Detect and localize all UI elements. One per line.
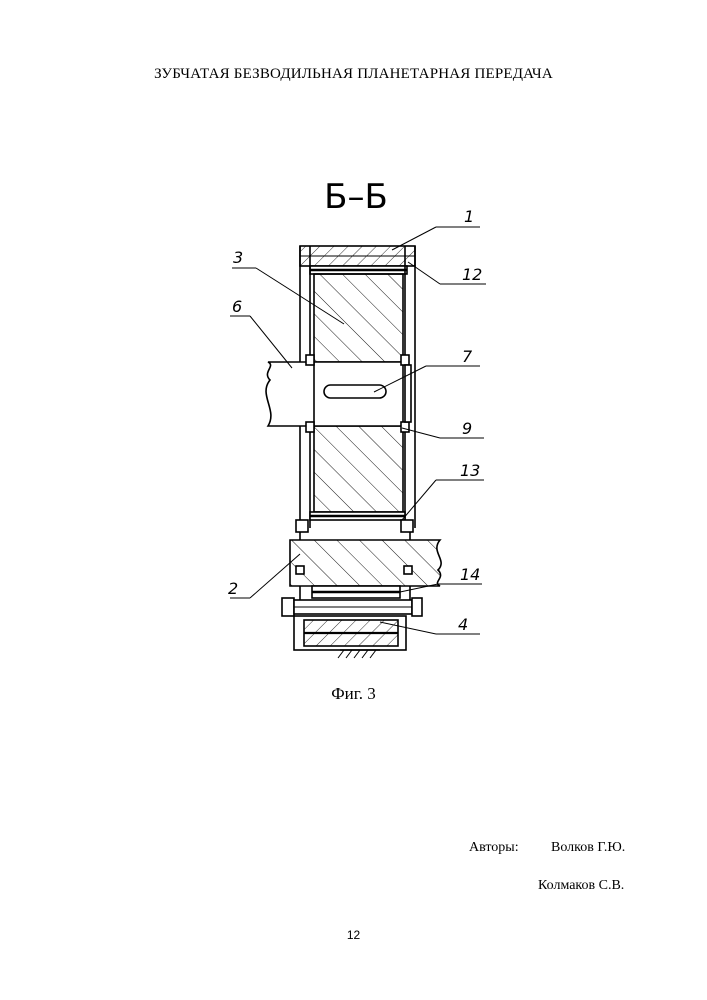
callout-4: 4 [458,615,468,634]
callout-14: 14 [460,565,480,584]
callout-6: 6 [232,297,242,316]
planetary-gear-section [266,246,441,658]
bolt-head [282,598,294,616]
output-shaft-2 [290,540,441,586]
callout-3: 3 [233,248,243,267]
figure-caption: Фиг. 3 [0,684,707,704]
callout-13: 13 [460,461,480,480]
author-name: Волков Г.Ю. [551,840,625,856]
callout-7: 7 [462,347,473,366]
callout-1: 1 [464,207,474,226]
callout-12: 12 [462,265,482,284]
page-number: 12 [0,928,707,942]
callout-9: 9 [462,419,472,438]
author-name: Колмаков С.В. [538,878,624,894]
key-7 [324,385,386,398]
gear-3-lower [314,426,403,512]
section-label: Б–Б [324,177,388,217]
callout-2: 2 [228,579,238,598]
bolt-nut [412,598,422,616]
gear-3-upper [314,274,403,362]
authors-label: Авторы: [469,840,519,856]
